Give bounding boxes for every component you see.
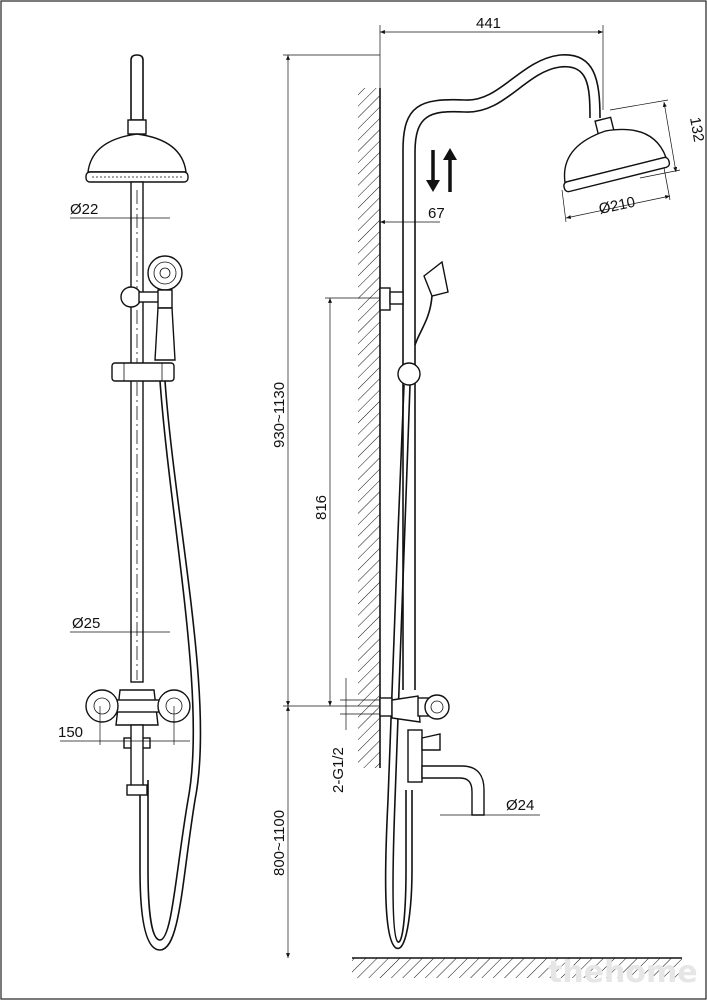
front-spout-tip — [126, 784, 148, 796]
side-arc-pipe-outer — [402, 54, 601, 690]
side-mixer-handle-inner — [430, 700, 444, 714]
side-arc-pipe-inner — [414, 66, 591, 690]
watermark-logo: thehome — [548, 955, 698, 990]
side-wall-bracket-plate — [379, 287, 391, 311]
side-hose-outer — [384, 384, 413, 949]
dim-spout-label: Ø24 — [506, 797, 534, 814]
side-head-dome — [563, 128, 667, 184]
dim-holder-label: 816 — [313, 495, 330, 520]
front-left-handle-inner — [93, 697, 111, 715]
front-spout — [130, 724, 144, 788]
side-diverter[interactable] — [421, 733, 441, 751]
front-hand-shower-head — [147, 255, 183, 291]
front-head-neck — [127, 119, 147, 135]
dim-head-ext-top — [609, 99, 669, 111]
dim-head-ext-right — [663, 167, 671, 201]
dim-inlet-label: 2-G1/2 — [330, 747, 347, 793]
side-bath-spout — [421, 765, 485, 816]
side-spout-body — [407, 729, 423, 783]
side-mixer-body — [391, 695, 421, 723]
dim-offset-label: 67 — [428, 205, 445, 222]
floor-hatch — [352, 958, 682, 978]
side-hand-shower-cord — [414, 295, 433, 346]
front-top-pipe — [130, 54, 144, 121]
front-hose-outer — [139, 380, 202, 951]
front-shower-head — [87, 133, 187, 173]
side-hose-inner — [392, 384, 411, 943]
front-hand-shower-neck — [157, 289, 173, 309]
front-hose-inner — [147, 380, 195, 941]
height-adjust-arrows — [426, 148, 457, 192]
side-hand-shower-head — [423, 260, 449, 297]
front-holder-knob — [120, 286, 142, 308]
side-slide-knob[interactable] — [397, 362, 421, 386]
side-mixer-flange — [379, 697, 393, 717]
front-hand-shower-grip — [154, 307, 176, 361]
dim-mount-label: 800~1100 — [271, 810, 288, 876]
dim-head-height-label: 132 — [686, 116, 707, 144]
side-shower-head — [563, 116, 671, 193]
front-slide-bracket — [111, 362, 175, 382]
front-hand-shower-center — [159, 267, 171, 279]
dim-pipe-label: Ø25 — [72, 615, 100, 632]
wall-hatch — [358, 88, 380, 768]
dim-mixer-label: 150 — [58, 724, 83, 741]
front-view: Ø22 Ø25 150 — [58, 54, 202, 951]
side-wall-bracket-arm — [389, 291, 404, 305]
dim-head-diameter-label: Ø210 — [597, 194, 636, 218]
side-view: 930~1130 800~1100 816 2-G1/2 441 67 — [271, 15, 707, 978]
front-left-handle[interactable] — [85, 689, 119, 723]
side-mixer-handle[interactable] — [424, 694, 450, 720]
dim-top-label: 441 — [476, 15, 501, 32]
dim-head-diameter-line — [565, 195, 671, 219]
front-hand-shower-face — [153, 261, 177, 285]
dim-head-height-line — [662, 101, 678, 173]
dim-total-label: 930~1130 — [271, 382, 288, 448]
dim-head-ext-left — [561, 189, 567, 223]
dim-rail-label: Ø22 — [70, 201, 98, 218]
